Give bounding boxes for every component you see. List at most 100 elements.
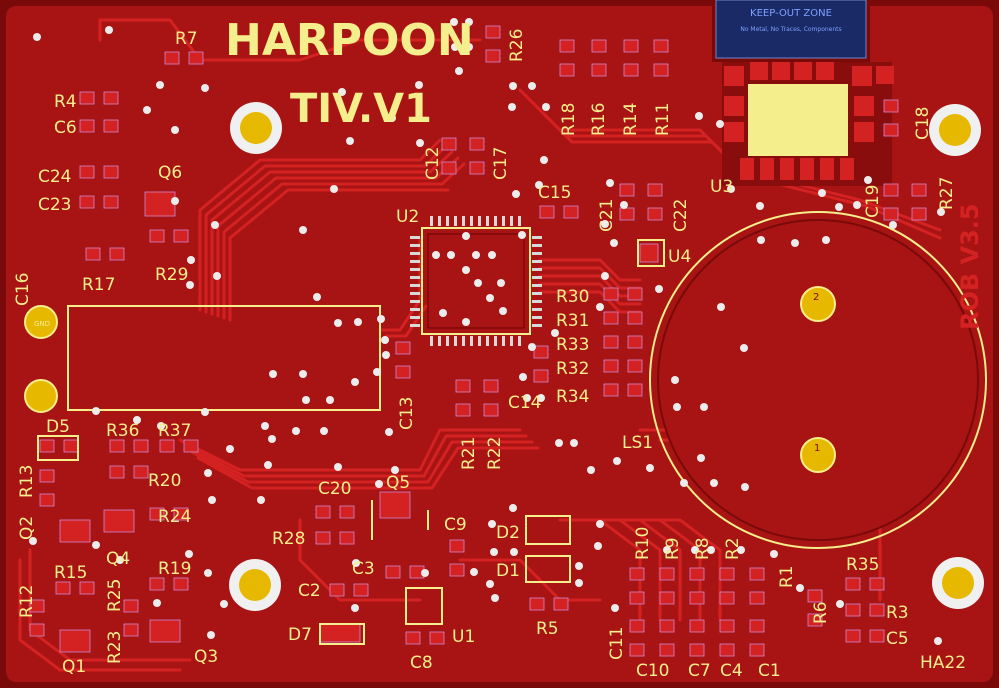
designator-label: R16 — [589, 103, 609, 136]
designator-label: Q4 — [106, 549, 130, 569]
designator-label: R34 — [556, 387, 589, 407]
designator-label: R21 — [459, 437, 479, 470]
designator-label: R18 — [559, 103, 579, 136]
designator-label: R4 — [54, 92, 77, 112]
designator-label: D5 — [46, 417, 70, 437]
designator-label: R2 — [723, 537, 743, 560]
module-u3-pad — [748, 84, 848, 156]
designator-label: R31 — [556, 311, 589, 331]
mounting-holes — [229, 102, 984, 611]
designator-label: R30 — [556, 287, 589, 307]
designator-label: D1 — [496, 561, 520, 581]
chip-u2-pins — [410, 216, 542, 346]
designator-label: C24 — [38, 167, 72, 187]
designator-label: C11 — [607, 626, 627, 660]
designator-label: D2 — [496, 523, 520, 543]
designator-label: R17 — [82, 275, 115, 295]
designator-label: C18 — [913, 106, 933, 140]
designator-label: Q5 — [386, 473, 410, 493]
designator-label: R3 — [886, 603, 909, 623]
designator-label: GND — [34, 320, 50, 328]
designator-label: R37 — [158, 421, 191, 441]
designator-label: U3 — [710, 177, 733, 197]
designator-label: R25 — [105, 579, 125, 612]
designator-label: R9 — [663, 537, 683, 560]
designator-label: R28 — [272, 529, 305, 549]
designator-label: R6 — [811, 601, 831, 624]
speaker-ls1-copper — [657, 219, 979, 541]
designator-label: R26 — [507, 29, 527, 62]
designator-label: C22 — [671, 198, 691, 232]
designator-label: R29 — [155, 265, 188, 285]
designator-label: C4 — [720, 661, 743, 681]
through-hole-pads — [24, 286, 836, 473]
designator-label: C6 — [54, 118, 77, 138]
designator-label: C23 — [38, 195, 72, 215]
designator-label: U2 — [396, 207, 419, 227]
designator-label: C2 — [298, 581, 321, 601]
designator-label: HA22 — [920, 653, 966, 673]
chip-u2-outline — [421, 227, 531, 335]
designator-label: R10 — [633, 527, 653, 560]
designator-label: R22 — [485, 437, 505, 470]
designator-label: 2 — [813, 292, 819, 303]
module-u3-pads — [724, 62, 894, 180]
designator-label: R23 — [105, 631, 125, 664]
designator-label: C9 — [444, 515, 467, 535]
designator-label: R36 — [106, 421, 139, 441]
keepout-zone — [715, 0, 867, 59]
designator-label: C20 — [318, 479, 352, 499]
designator-label: C5 — [886, 629, 909, 649]
designator-label: R14 — [621, 103, 641, 136]
designator-label: R12 — [17, 585, 37, 618]
designator-label: C21 — [597, 198, 617, 232]
board-version: TIV.V1 — [290, 86, 432, 132]
board-revision: ROB V3.5 — [956, 203, 984, 330]
silk-text: HARPOON TIV.V1 ROB V3.5 R7 R4 C6 C24 Q6 … — [13, 15, 984, 681]
designator-label: C14 — [508, 393, 542, 413]
designator-label: C10 — [636, 661, 670, 681]
designator-label: R11 — [653, 103, 673, 136]
speaker-ls1-outline — [649, 211, 987, 549]
connector-footprint-outline — [67, 305, 381, 411]
designator-label: C15 — [538, 183, 572, 203]
keepout-note: No Metal, No Traces, Components — [740, 26, 841, 33]
designator-label: R24 — [158, 507, 191, 527]
designator-label: R1 — [777, 565, 797, 588]
designator-label: U4 — [668, 247, 691, 267]
designator-label: R35 — [846, 555, 879, 575]
designator-label: Q3 — [194, 647, 218, 667]
designator-label: Q1 — [62, 657, 86, 677]
designator-label: C12 — [423, 146, 443, 180]
board-title: HARPOON — [225, 15, 474, 66]
designator-label: R27 — [937, 177, 957, 210]
smd-components — [29, 25, 927, 657]
designator-label: R8 — [693, 537, 713, 560]
designator-label: U1 — [452, 627, 475, 647]
designator-label: R20 — [148, 471, 181, 491]
designator-label: C1 — [758, 661, 781, 681]
designator-label: C19 — [863, 184, 883, 218]
designator-label: R5 — [536, 619, 559, 639]
designator-label: C7 — [688, 661, 711, 681]
designator-label: R32 — [556, 359, 589, 379]
designator-label: C8 — [410, 653, 433, 673]
designator-label: C17 — [491, 146, 511, 180]
designator-label: R7 — [175, 29, 198, 49]
designator-label: C13 — [397, 396, 417, 430]
designator-label: C16 — [13, 272, 33, 306]
designator-label: 1 — [814, 443, 820, 454]
designator-label: C3 — [352, 559, 375, 579]
designator-label: R33 — [556, 335, 589, 355]
designator-label: Q2 — [17, 516, 37, 540]
vias — [29, 18, 945, 645]
designator-label: R19 — [158, 559, 191, 579]
keepout-title: KEEP-OUT ZONE — [750, 8, 832, 19]
silk-outlines — [37, 239, 665, 645]
designator-label: D7 — [288, 625, 312, 645]
designator-label: Q6 — [158, 163, 182, 183]
designator-label: R15 — [54, 563, 87, 583]
designator-label: R13 — [17, 465, 37, 498]
designator-label: LS1 — [622, 433, 653, 453]
